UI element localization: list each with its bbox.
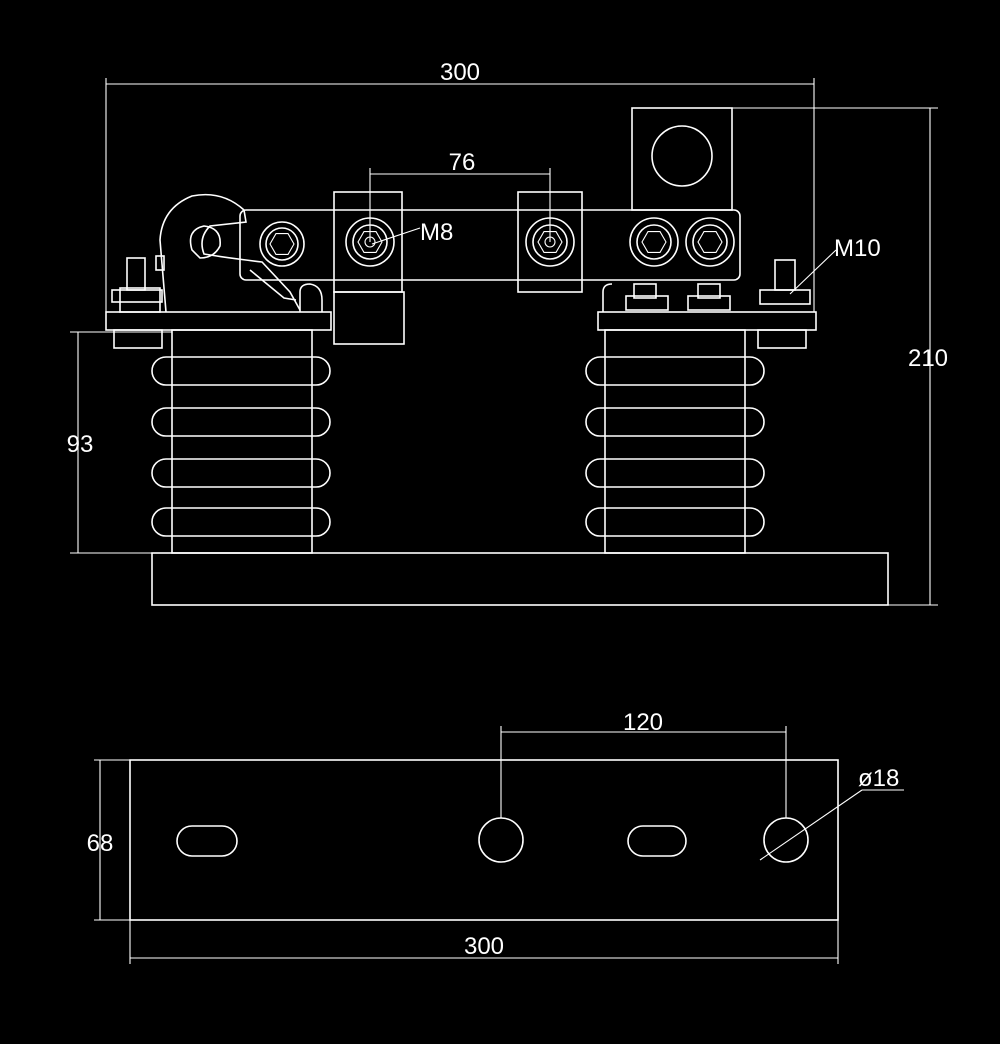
right-insulator [585, 329, 765, 554]
leader-m10: M10 [789, 235, 881, 295]
dim-bolt-spacing-label: 76 [449, 149, 476, 176]
front-view: 300 210 93 76 M8 [67, 59, 948, 606]
dim-insulator-height: 93 [67, 331, 172, 554]
slot-right [627, 825, 687, 857]
leader-m8: M8 [371, 219, 453, 246]
dim-insulator-height-label: 93 [67, 431, 94, 458]
dim-overall-height-label: 210 [908, 345, 948, 372]
dim-base-depth-label: 68 [87, 830, 114, 857]
bolt-right-2 [685, 217, 735, 267]
dim-base-width-label: 300 [464, 933, 504, 960]
dim-bolt-spacing: 76 [369, 149, 551, 242]
leader-hole-diameter-label: ø18 [858, 765, 899, 792]
mount-hole-left [478, 817, 524, 863]
bolt-right-1 [629, 217, 679, 267]
terminal-hole [651, 125, 713, 187]
terminal-block [631, 107, 733, 211]
plan-base-plate [129, 759, 839, 921]
dim-hole-spacing: 120 [500, 709, 787, 818]
bolt-left-outer [259, 221, 305, 267]
base-plate [151, 552, 889, 606]
left-insulator [151, 329, 331, 554]
dim-base-depth: 68 [87, 759, 130, 921]
contact-bar [239, 191, 741, 345]
leader-m8-label: M8 [420, 219, 453, 246]
dim-overall-height: 210 [732, 107, 948, 606]
leader-hole-diameter: ø18 [759, 765, 904, 861]
left-mounting-plate [105, 255, 332, 349]
dim-base-width: 300 [129, 920, 839, 964]
dim-overall-width-label: 300 [440, 59, 480, 86]
dim-hole-spacing-label: 120 [623, 709, 663, 736]
mount-hole-right [763, 817, 809, 863]
right-mounting-plate [597, 259, 817, 349]
leader-m10-label: M10 [834, 235, 881, 262]
slot-left [176, 825, 238, 857]
dim-overall-width: 300 [105, 59, 815, 312]
plan-view: 120 ø18 68 300 [87, 709, 904, 964]
